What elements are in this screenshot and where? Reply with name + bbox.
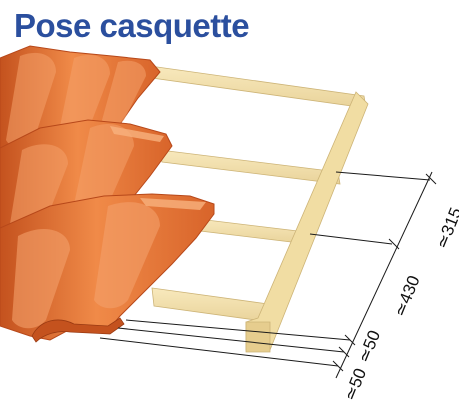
dimension-label-main: ≃430 xyxy=(390,273,424,320)
wood-frame xyxy=(149,65,369,353)
extension-line xyxy=(117,327,345,353)
tile-channel xyxy=(102,60,146,126)
tile-highlight xyxy=(110,126,164,142)
dimension-label-eave-2: ≃50 xyxy=(354,328,384,366)
eave-tile-lip xyxy=(31,317,125,343)
tile-channel xyxy=(94,202,160,309)
extension-line xyxy=(99,337,339,367)
extension-line xyxy=(125,319,351,341)
dimension-line-main xyxy=(335,171,433,379)
dimension-tick xyxy=(388,238,400,250)
dimension-tick xyxy=(332,360,344,372)
tile-channel xyxy=(72,124,134,223)
dimension-tick xyxy=(425,173,437,185)
tile-highlight xyxy=(140,198,206,210)
tile-channel xyxy=(12,228,70,329)
tile-channel xyxy=(6,52,56,147)
extension-line xyxy=(335,171,431,181)
dimension-lines xyxy=(99,171,437,379)
dimension-label-eave-1: ≃50 xyxy=(340,366,370,404)
batten-top xyxy=(149,65,367,109)
dimension-label-top: ≃315 xyxy=(432,205,459,252)
dimension-tick xyxy=(344,334,356,346)
diagram-title: Pose casquette xyxy=(14,7,250,44)
dimension-tick xyxy=(338,346,350,358)
batten-bottom xyxy=(151,287,271,323)
tile-channel xyxy=(58,54,110,143)
batten-2 xyxy=(159,149,341,185)
roof-tiles xyxy=(0,45,215,343)
rafter-foot xyxy=(245,321,271,353)
extension-line xyxy=(309,233,393,245)
rafter xyxy=(245,91,369,351)
